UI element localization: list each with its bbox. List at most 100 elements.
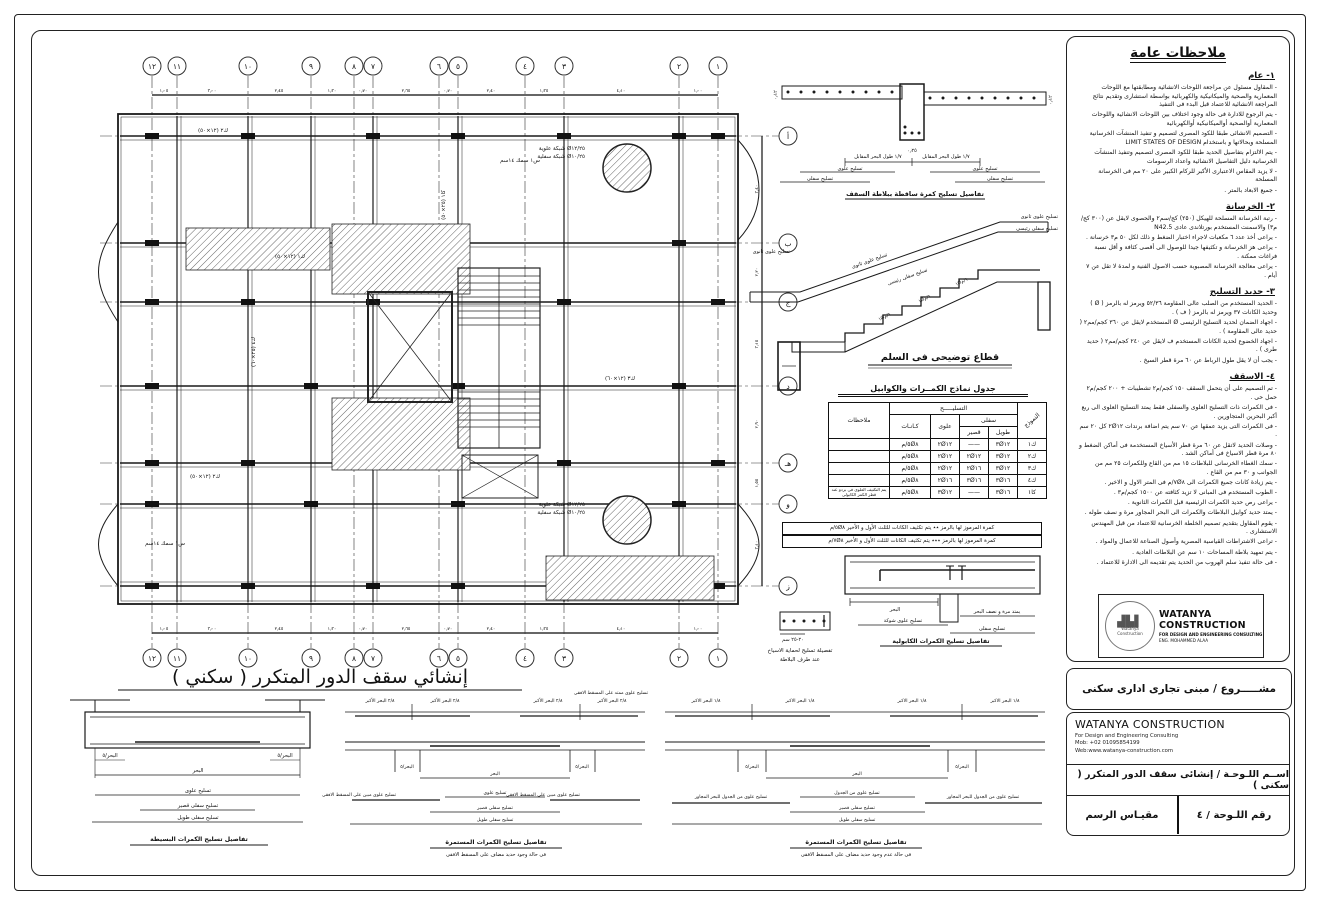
note-item: اجهاد الضمان لحديد التسليح الرئيسى Ø الم… — [1077, 319, 1277, 336]
label: تسليح سفلى قصير — [838, 806, 876, 811]
slab-label: س١ سمك ١٤سم — [145, 541, 185, 547]
dim: ٢٫٤٠ — [487, 89, 496, 94]
label: تسليح علوى ثانوى — [753, 249, 791, 255]
cell-stirrups: ٥Ø٨/م — [889, 450, 931, 463]
dim: البحر/٥ — [575, 764, 589, 770]
dim: ٣٫٤٠ — [754, 185, 760, 194]
note-item: يمتد حديد كوابيل البلاطات والكمرات الى ا… — [1077, 509, 1277, 518]
logo-caption-1: Watanya — [1121, 625, 1139, 631]
note-item: جميع الابعاد بالمتر . — [1077, 187, 1277, 196]
grid-row-label: هـ — [784, 459, 791, 468]
cell-top: ٢Ø١٢ — [930, 450, 960, 463]
note-item: الطوب المستخدم فى المبانى لا تزيد كثافته… — [1077, 489, 1277, 498]
cell-notes: يتم التكثيف العلوى فى بردو عند قطر الكمر… — [828, 486, 890, 499]
dim: ١/٨ البحر الاكبر — [785, 698, 816, 704]
cell-top: ٣Ø١٢ — [930, 486, 960, 499]
mesh-label: شبكة علوية Ø١٢/٢٥ — [539, 501, 585, 508]
dim: ١/٨ البحر الاكبر — [897, 698, 928, 704]
slab-edge-detail — [779, 611, 831, 635]
note-item: اجهاد الخضوع لحديد الكانات المستخدم ف لا… — [1077, 338, 1277, 355]
dim: ١٫٥٥ — [755, 478, 760, 487]
note-item: وصلات الحديد لاتقل عن ٦٠ مرة قطر الأسياخ… — [1077, 442, 1277, 459]
label: تسليح علوى — [973, 166, 999, 172]
dim: ٠٫٧٠ — [359, 89, 368, 94]
dim: ٢/٨ البحر الأكبر — [597, 697, 628, 704]
cell-long: ٣Ø١٦ — [988, 474, 1018, 487]
grid-dimensions: ١٫٠٥ ٣٫٠٠ ٢٫٤٥ ١٫٣٠ ٠٫٧٠ ٢٫٦٥ ٠٫٧٠ ٢٫٤٠ … — [160, 88, 760, 632]
grid-col-label: ١٢ — [148, 654, 156, 663]
note-item: يتم تمهيد بلاطة المساحات ١٠ سم عن البلاط… — [1077, 549, 1277, 558]
grid-col-label: ١ — [716, 62, 720, 71]
caption: عند طرف البلاطة — [780, 657, 820, 663]
detail-title: تفاصيل تسليح الكمرات الكابولية — [892, 638, 989, 645]
label: تسليح سفلى — [987, 176, 1014, 182]
note-item: يتم الرجوع للادارة فى حالة وجود اختلاف ب… — [1077, 111, 1277, 128]
cell-long: ٣Ø١٢ — [988, 450, 1018, 463]
plan-title: إنشائي سقف الدور المتكرر ( سكني ) — [118, 666, 522, 691]
cell-short: ٢Ø١٢ — [959, 450, 989, 463]
label: تسليح سفلى رئيسى — [887, 267, 929, 287]
label: تسليح علوى ثانوى — [1021, 214, 1059, 220]
stair-section-labels: تسليح علوى ثانوى تسليح سفلى رئيسى تسليح … — [753, 214, 1059, 363]
table-footnote-1: كمرة المرموز لها بالرمز ٭٭ يتم تكثيف الك… — [782, 522, 1042, 535]
dim: البحر — [851, 772, 862, 777]
plan-title-text: إنشائي سقف الدور المتكرر ( سكني ) — [172, 666, 468, 689]
label: ١Ø٦/م — [954, 276, 969, 288]
note-item: فى الكمرات ذات التسليح العلوى والسفلى فق… — [1077, 404, 1277, 421]
label: تسليح علوى شوكة — [884, 618, 923, 624]
cell-notes — [828, 474, 890, 487]
note-item: رتبة الخرسانة المسلحة للهيكل (٢٥٠) كج/سم… — [1077, 215, 1277, 232]
engineer-name: ENG. MOHAMMED ALAA — [1159, 638, 1209, 643]
dim: ٢٫٤٥ — [275, 89, 284, 94]
cell-model: ك١ — [1017, 438, 1047, 451]
dim: ٢/٨ البحر الأكبر — [365, 697, 396, 704]
label: تسليح سفلى — [807, 176, 834, 182]
dim: ٠٫٧٠ — [444, 627, 453, 632]
dim: البحر/٥ — [400, 764, 414, 770]
detail-title: تفاصيل تسليح الكمرات المستمرة — [805, 839, 906, 846]
cantilever-labels: البحر يمتد مرة و نصف البحر تسليح علوى شو… — [884, 607, 1021, 645]
core-area — [185, 143, 715, 601]
cell-short: —— — [959, 486, 989, 499]
sheet-number: رقم اللـوحة / ٤ — [1177, 796, 1289, 834]
table-row: ك٤ ٣Ø١٦ ٣Ø١٦ ٢Ø١٦ ٥Ø٨/م — [828, 474, 1047, 487]
grid-col-label: ٩ — [309, 654, 313, 663]
company-logo-box: ▟▙▌ Watanya Construction WATANYA CONSTRU… — [1098, 594, 1264, 658]
dim: ٤٫١٠ — [617, 89, 626, 94]
label: تسليح علوى مبين على المسقط الافقى — [322, 793, 397, 798]
detail-continuous-plan — [345, 704, 645, 849]
grid-col-label: ٥ — [456, 654, 460, 663]
grid-col-label: ٧ — [371, 654, 375, 663]
detail-simple-labels: البحر/٥ البحر/٥ البحر تسليح علوى تسليح س… — [102, 753, 292, 843]
dim: ١٫٣٠ — [328, 88, 337, 94]
label: تسليح سفلى طويل — [177, 815, 219, 821]
table-header-top: علوى — [930, 414, 960, 439]
sheet-name-row: اســم اللـوحـة / إنشائى سقف الدور المتكر… — [1067, 765, 1289, 796]
cell-top: ٢Ø١٦ — [930, 474, 960, 487]
cell-top: ٢Ø١٢ — [930, 438, 960, 451]
detail-title: قطاع توضيحى فى السلم — [881, 352, 999, 363]
beam-schedule-table: النموذج التسليـــــح ملاحظات سفلى علوى ك… — [828, 402, 1047, 499]
dim: البحر — [489, 772, 500, 777]
note-item: يراعى معالجة الخرسانة المصبوبة حسب الاصو… — [1077, 263, 1277, 280]
grid-col-label: ١١ — [173, 654, 181, 663]
grid-row-label: و — [785, 500, 790, 509]
dim: البحر — [192, 768, 204, 774]
grid-col-label: ٦ — [437, 654, 441, 663]
dim: ١٫٠٥ — [160, 627, 169, 632]
grid-col-label: ٦ — [437, 62, 441, 71]
project-title: مشـــــروع / مبنى تجارى ادارى سكنى — [1082, 683, 1276, 695]
beam-label: ك٢ (١٢×٥٠) — [198, 128, 228, 134]
building-icon: ▟▙▌ — [1117, 614, 1143, 628]
grid-col-label: ٨ — [352, 654, 356, 663]
label: تسليح علوى مبين على المسقط الافقى — [506, 793, 581, 798]
dim: ١٫٠٥ — [160, 89, 169, 94]
sheet-meta-row: رقم اللـوحة / ٤ مقيـاس الرسم — [1067, 796, 1289, 834]
table-footnote-2: كمرة المرموز لها بالرمز ٭٭٭ يتم تكثيف ال… — [782, 535, 1042, 548]
dim: ١٫٣٥ — [540, 88, 549, 94]
grid-col-label: ١ — [716, 654, 720, 663]
slab-beam-section-detail — [780, 83, 1047, 200]
dim: ٢٫٤٥ — [275, 627, 284, 632]
note-item: فى الكمرات التى يزيد عمقها عن ٧٠ سم يتم … — [1077, 423, 1277, 440]
